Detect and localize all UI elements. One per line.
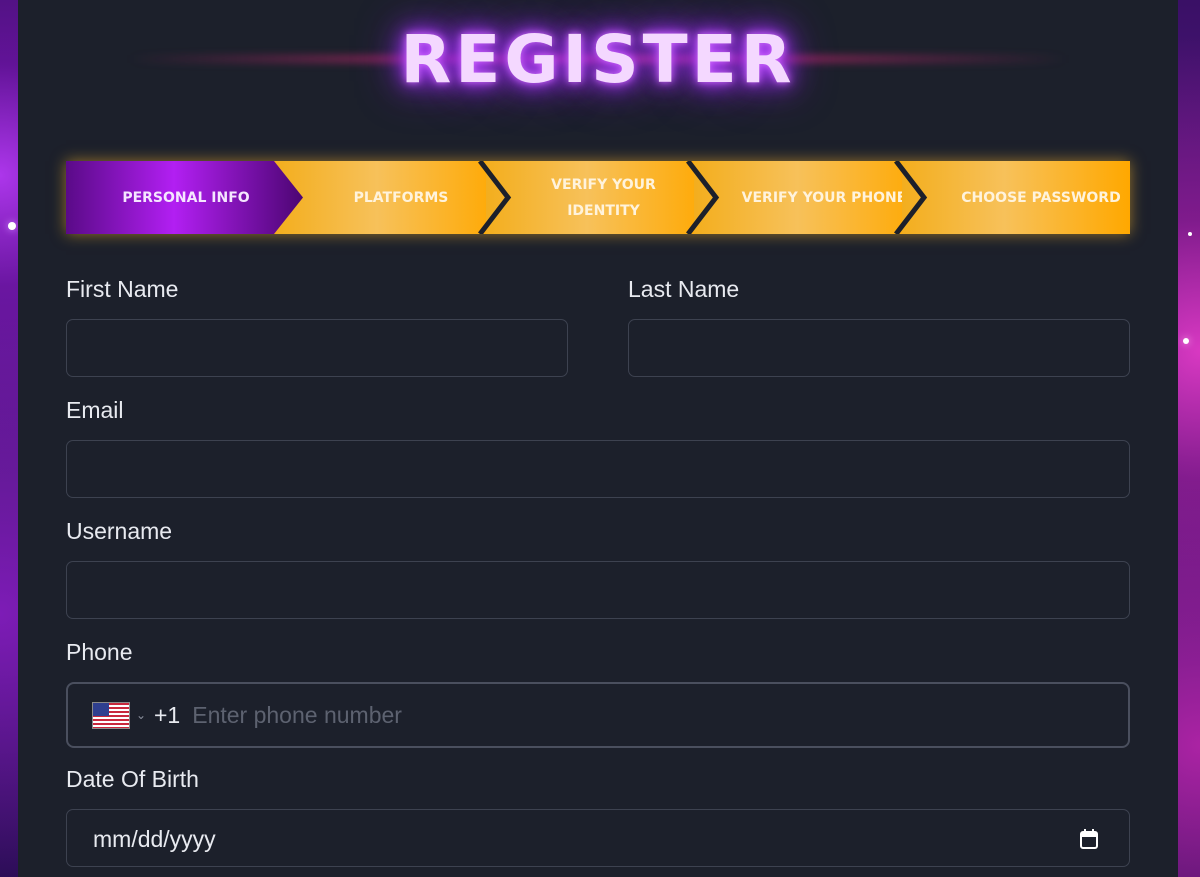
dob-placeholder: mm/dd/yyyy — [93, 826, 216, 852]
step-choose-password[interactable]: CHOOSE PASSWORD — [902, 161, 1130, 234]
phone-input[interactable] — [190, 683, 1128, 747]
background-sparkle — [8, 222, 16, 230]
username-label: Username — [66, 518, 173, 544]
step-label: PERSONAL INFO — [122, 189, 250, 206]
registration-stepper: PERSONAL INFO PLATFORMS VERIFY YOUR IDEN… — [66, 161, 1130, 234]
step-label: CHOOSE PASSWORD — [961, 189, 1121, 206]
step-separator-icon — [478, 161, 512, 234]
step-verify-identity[interactable]: VERIFY YOUR IDENTITY — [486, 161, 711, 234]
dob-field[interactable]: mm/dd/yyyy — [66, 809, 1130, 867]
chevron-down-icon[interactable]: ⌄ — [136, 708, 147, 722]
username-input[interactable] — [67, 562, 1129, 618]
page-title: REGISTER — [400, 21, 796, 98]
register-panel: REGISTER PERSONAL INFO PLATFORMS VERIFY … — [18, 0, 1178, 877]
register-header: REGISTER — [18, 0, 1178, 120]
step-label: VERIFY YOUR PHONE — [741, 189, 907, 206]
step-label: PLATFORMS — [353, 189, 449, 206]
username-field — [66, 561, 1130, 619]
calendar-icon[interactable] — [1079, 828, 1099, 850]
step-platforms[interactable]: PLATFORMS — [276, 161, 501, 234]
email-label: Email — [66, 397, 124, 423]
first-name-field — [66, 319, 568, 377]
first-name-label: First Name — [66, 276, 179, 302]
background-sparkle — [1188, 232, 1192, 236]
flag-canton — [93, 702, 109, 716]
last-name-input[interactable] — [629, 320, 1129, 376]
phone-label: Phone — [66, 639, 133, 665]
us-flag-icon[interactable] — [92, 701, 130, 729]
last-name-label: Last Name — [628, 276, 740, 302]
first-name-input[interactable] — [67, 320, 567, 376]
step-separator-icon — [894, 161, 928, 234]
step-personal-info[interactable]: PERSONAL INFO — [66, 161, 303, 234]
step-label: VERIFY YOUR IDENTITY — [551, 176, 656, 219]
step-verify-phone[interactable]: VERIFY YOUR PHONE — [694, 161, 924, 234]
title-glow — [128, 55, 1068, 63]
background-sparkle — [1183, 338, 1189, 344]
phone-field: ⌄ +1 — [66, 682, 1130, 748]
email-field — [66, 440, 1130, 498]
dial-code: +1 — [154, 701, 181, 728]
last-name-field — [628, 319, 1130, 377]
email-input[interactable] — [67, 441, 1129, 497]
dob-label: Date Of Birth — [66, 766, 199, 792]
step-separator-icon — [686, 161, 720, 234]
